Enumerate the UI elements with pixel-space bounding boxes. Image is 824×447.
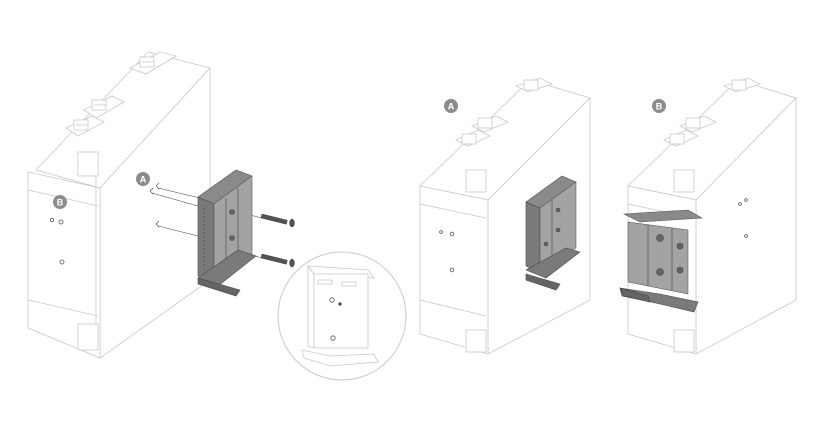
terminal-block-3 (455, 129, 491, 147)
callout-label: B (656, 102, 663, 112)
terminal-block-3 (65, 115, 105, 137)
panel-1: B A (27, 51, 407, 381)
terminal-block-2 (471, 115, 509, 133)
din-clip (197, 169, 257, 297)
callout-label: A (140, 175, 147, 185)
panel-3: B (619, 77, 797, 355)
clip-screw-holes (656, 234, 684, 276)
callout-label: A (448, 102, 455, 112)
badge-circle (53, 195, 67, 209)
callout-b-panel3: B (652, 99, 666, 113)
callout-label: B (57, 198, 64, 208)
terminal-block-1 (129, 51, 178, 75)
badge-circle (136, 172, 150, 186)
detail-view (277, 251, 407, 381)
screw-2 (260, 253, 295, 268)
terminal-block-1 (514, 77, 554, 93)
terminal-block-2 (83, 95, 125, 119)
badge-circle (444, 99, 458, 113)
panel-2: A (419, 77, 591, 355)
din-clip (525, 175, 581, 291)
screw-1 (260, 213, 295, 228)
callout-a-panel1: A (136, 172, 150, 186)
badge-circle (652, 99, 666, 113)
terminal-block-1 (722, 77, 762, 93)
terminal-block-2 (679, 115, 717, 133)
terminal-block-3 (663, 129, 699, 147)
mounting-holes (50, 217, 65, 265)
din-clip (619, 209, 704, 313)
callout-a-panel2: A (444, 99, 458, 113)
callout-b-panel1: B (53, 195, 67, 209)
device-housing (27, 51, 211, 359)
